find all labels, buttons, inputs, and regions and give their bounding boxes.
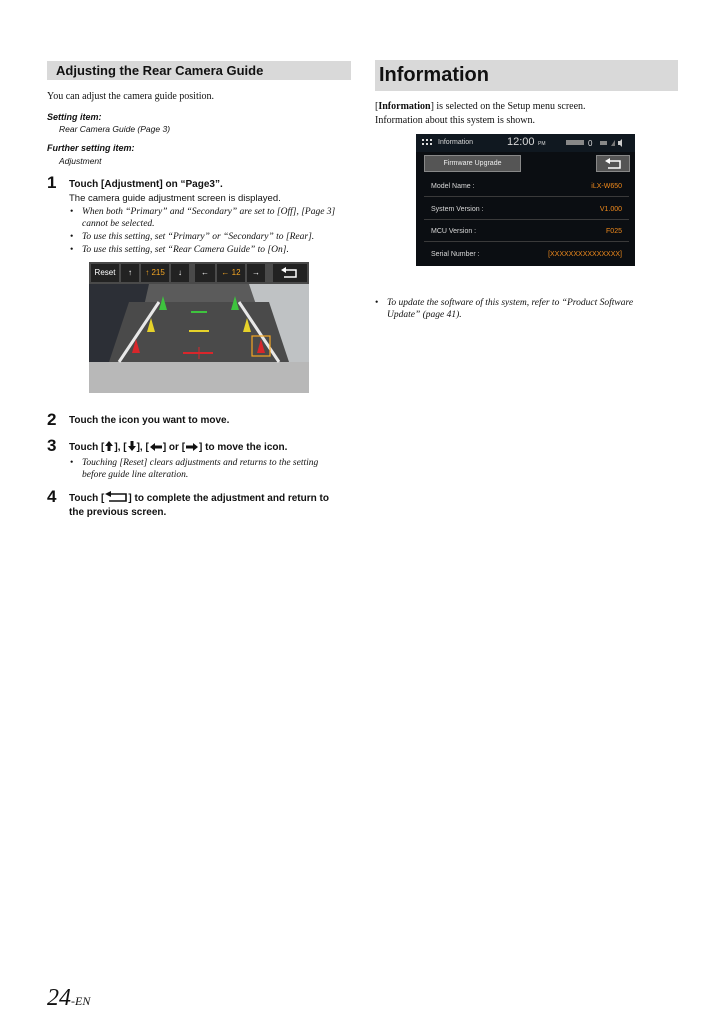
up-arrow-icon [105, 441, 114, 451]
bullet-item-cont: before guide line alteration. [82, 470, 189, 480]
step-number: 4 [47, 487, 57, 506]
intro-text: You can adjust the camera guide position… [47, 91, 215, 102]
left-arrow-icon [149, 443, 162, 451]
further-setting-label: Further setting item: [47, 143, 135, 153]
status-icons: 0 [566, 139, 622, 148]
step-number: 1 [47, 173, 57, 192]
step-3-text: Touch [], [], [] or [] to move the icon. [69, 441, 288, 453]
row-label: MCU Version : [431, 228, 477, 235]
right-arrow-button[interactable]: → [247, 264, 265, 282]
row-value: [XXXXXXXXXXXXXXX] [548, 251, 622, 258]
info-row-model: Model Name : iLX-W650 [424, 177, 629, 197]
screen-title: Information [438, 139, 474, 146]
section-title: Information [379, 64, 489, 86]
row-label: System Version : [431, 206, 484, 213]
info-intro-line1: [Information] is selected on the Setup m… [375, 101, 586, 112]
status-bar [416, 134, 635, 152]
camera-guide-screenshot: Reset ↑ ↑ 215 ↓ ← ← 12 → [89, 262, 309, 393]
section-header-bar [375, 60, 678, 91]
vertical-value: ↑ 215 [141, 264, 169, 282]
setting-item-value: Rear Camera Guide (Page 3) [59, 124, 171, 134]
bullet-item: •To update the software of this system, … [375, 298, 634, 308]
down-arrow-button[interactable]: ↓ [171, 264, 189, 282]
info-row-system-version: System Version : V1.000 [424, 200, 629, 220]
bullet-item: •When both “Primary” and “Secondary” are… [70, 207, 336, 217]
step-4-text: Touch [] to complete the adjustment and … [69, 491, 329, 504]
right-arrow-icon [186, 443, 199, 451]
row-value: iLX-W650 [591, 183, 622, 190]
back-icon [281, 267, 297, 278]
step-2-text: Touch the icon you want to move. [69, 415, 230, 426]
bullet-item: •Touching [Reset] clears adjustments and… [70, 458, 319, 468]
bullet-item-cont: cannot be selected. [82, 219, 155, 229]
back-button[interactable] [273, 264, 307, 282]
svg-text:0: 0 [588, 139, 593, 148]
info-row-serial: Serial Number : [XXXXXXXXXXXXXXX] [424, 245, 629, 265]
step-number: 2 [47, 410, 57, 429]
section-title: Adjusting the Rear Camera Guide [56, 63, 264, 78]
back-icon [605, 158, 621, 169]
up-arrow-button[interactable]: ↑ [121, 264, 139, 282]
row-label: Model Name : [431, 183, 475, 190]
horizontal-value: ← 12 [217, 264, 245, 282]
row-label: Serial Number : [431, 251, 480, 258]
bullet-item: •To use this setting, set “Primary” or “… [70, 232, 315, 242]
bullet-item-cont: Update” (page 41). [387, 310, 462, 320]
clock: 12:00 [507, 136, 535, 148]
page-number: 24-EN [47, 985, 91, 1011]
info-intro-line2: Information about this system is shown. [375, 115, 535, 126]
bullet-item: •To use this setting, set “Rear Camera G… [70, 245, 289, 255]
camera-scene [89, 284, 309, 393]
row-value: F025 [606, 228, 622, 235]
back-icon [105, 491, 128, 502]
step-1-subtext: The camera guide adjustment screen is di… [69, 193, 281, 204]
step-number: 3 [47, 436, 57, 455]
further-setting-value: Adjustment [59, 156, 102, 166]
info-row-mcu-version: MCU Version : F025 [424, 222, 629, 242]
section-header-bar [47, 61, 351, 80]
step-4-text-cont: the previous screen. [69, 507, 167, 518]
down-arrow-icon [127, 441, 136, 451]
step-1-text: Touch [Adjustment] on “Page3”. [69, 179, 223, 190]
row-value: V1.000 [599, 206, 622, 213]
information-screenshot: Information 12:00 PM 0 Firmware Upgrade … [416, 134, 635, 266]
back-button[interactable] [596, 155, 630, 172]
reset-button[interactable]: Reset [91, 264, 119, 282]
left-arrow-button[interactable]: ← [195, 264, 215, 282]
setting-item-label: Setting item: [47, 112, 102, 122]
firmware-upgrade-button[interactable]: Firmware Upgrade [424, 155, 521, 172]
menu-grid-icon[interactable] [422, 139, 432, 147]
clock-suffix: PM [538, 141, 546, 147]
